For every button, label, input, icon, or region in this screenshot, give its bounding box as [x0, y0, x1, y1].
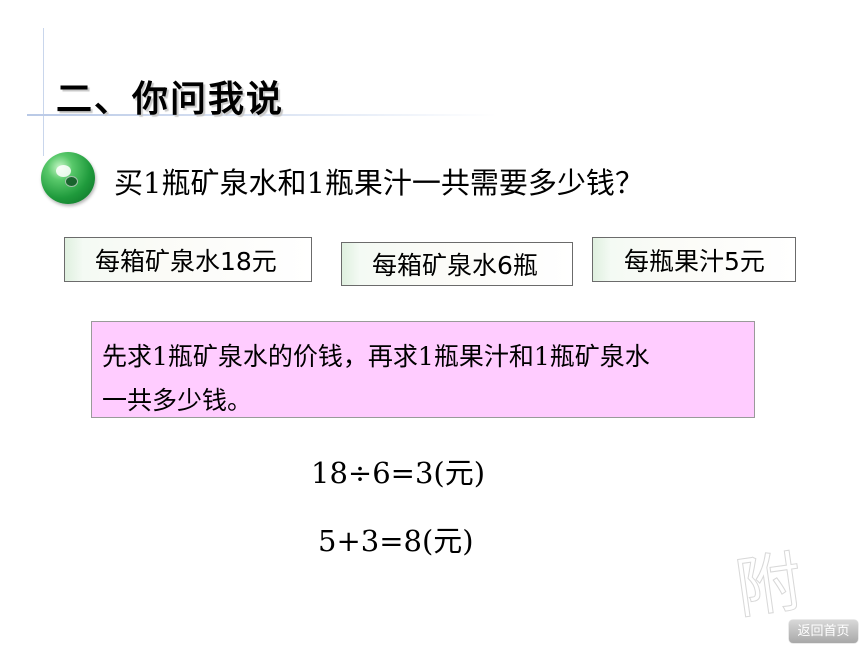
info-box-label: 每箱矿泉水6瓶: [372, 251, 538, 280]
equation-step-1: 18÷6=3(元): [311, 456, 486, 490]
section-title: 二、你问我说: [56, 79, 285, 120]
ball-spot: [65, 176, 78, 187]
watermark-logo: 附: [731, 542, 808, 629]
home-button[interactable]: 返回首页: [789, 620, 858, 643]
info-box-label: 每箱矿泉水18元: [95, 246, 277, 276]
hint-box: 先求1瓶矿泉水的价钱，再求1瓶果汁和1瓶矿泉水 一共多少钱。: [91, 321, 755, 418]
hint-line-1: 先求1瓶矿泉水的价钱，再求1瓶果汁和1瓶矿泉水: [102, 342, 650, 371]
green-ball-icon: [41, 152, 95, 204]
question-text: 买1瓶矿泉水和1瓶果汁一共需要多少钱？: [114, 166, 644, 200]
ball-highlight: [56, 165, 71, 177]
info-box-juice-price: 每瓶果汁5元: [592, 237, 796, 282]
info-box-label: 每瓶果汁5元: [624, 246, 765, 276]
info-box-water-price: 每箱矿泉水18元: [64, 237, 312, 282]
info-box-bottles-per-case: 每箱矿泉水6瓶: [341, 242, 573, 286]
equation-step-2: 5+3=8(元): [318, 524, 474, 558]
hint-line-2: 一共多少钱。: [102, 386, 253, 415]
decorative-vertical-line: [43, 28, 44, 156]
title-underline: [27, 114, 497, 116]
